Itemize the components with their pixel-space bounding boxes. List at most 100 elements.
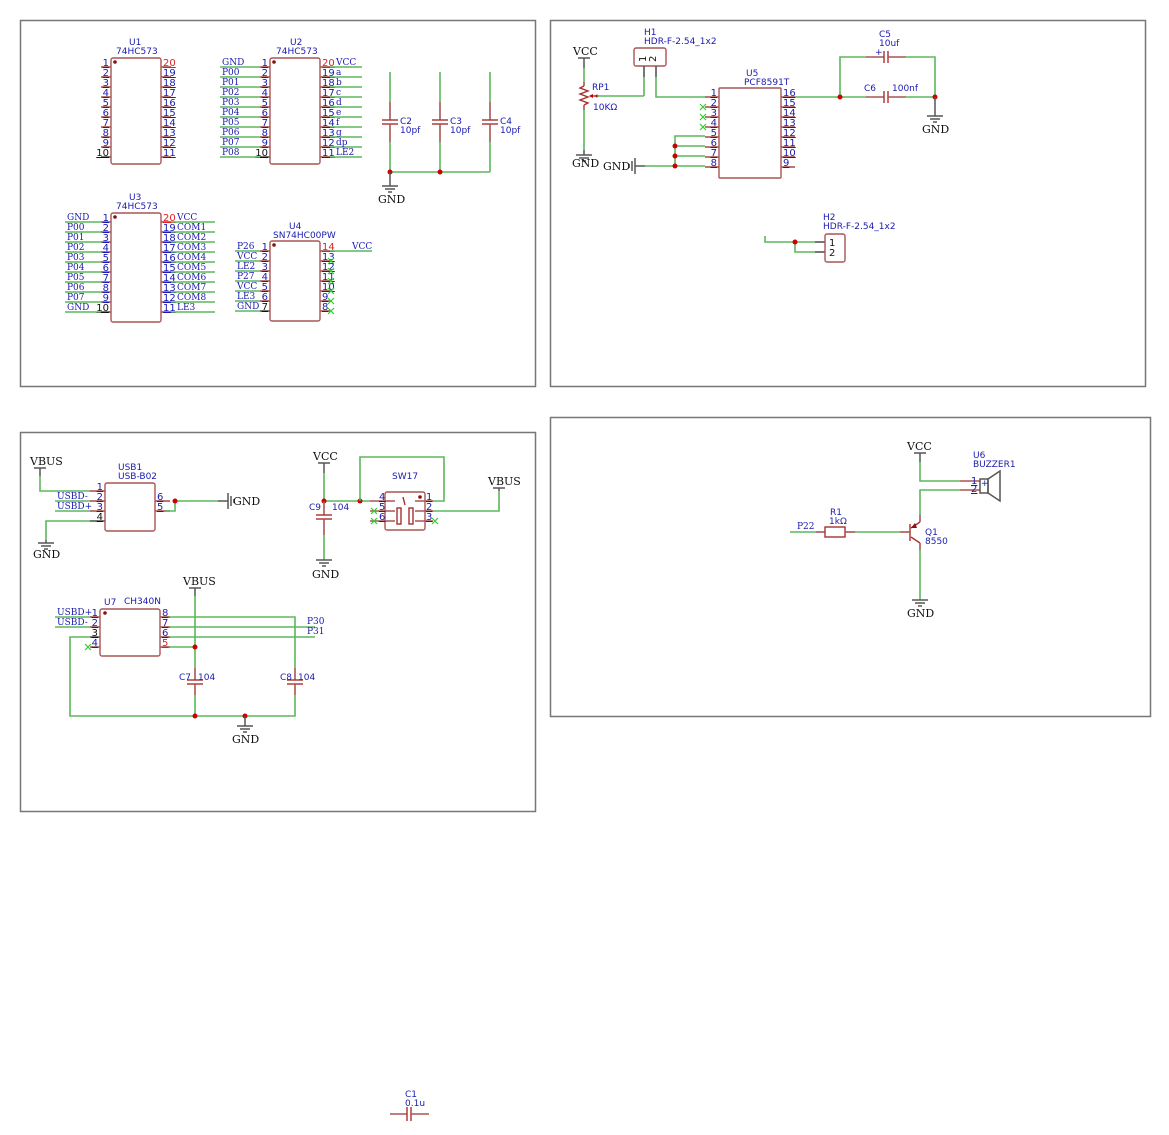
resistor-r1[interactable]: R1 1kΩ (816, 508, 855, 538)
pin-number: 4 (262, 272, 268, 283)
junction (672, 153, 678, 159)
pin-number: 13 (783, 118, 796, 129)
gnd-label: GND (33, 548, 60, 561)
net-label: LE2 (336, 148, 354, 158)
capacitor-c5[interactable]: + C5 10uf (866, 30, 906, 63)
pin-number: 5 (162, 638, 168, 649)
cap-value: 10pf (500, 126, 521, 136)
header-h1[interactable]: H1 HDR-F-2.54_1x2 1 2 (633, 28, 717, 77)
gnd-symbol: GND (378, 172, 405, 206)
pin-number: 1 (711, 88, 717, 99)
net-label: COM5 (177, 263, 206, 273)
net-label: b (336, 78, 342, 88)
c6-ref: C6 (864, 84, 876, 94)
capacitor-c1[interactable]: C1 0.1u (390, 1090, 429, 1121)
pin-number: 16 (163, 98, 176, 109)
connector-usb1[interactable]: USB1 USB-B02 1VBUS2D-3D+4GND6GND5GNDUSBD… (57, 463, 170, 532)
wire (839, 56, 866, 97)
pin-number: 9 (322, 292, 328, 303)
ic-u3[interactable]: U3 74HC573 1OE#GND2D0P003D1P014D2P025D3P… (65, 193, 215, 323)
header-h2[interactable]: H2 HDR-F-2.54_1x2 1 2 (764, 213, 896, 263)
pin-number: 2 (103, 68, 109, 79)
capacitor-c7[interactable]: C7 104 (179, 668, 215, 695)
junction (672, 143, 678, 149)
transistor-q1[interactable]: Q1 8550 (900, 515, 948, 550)
potentiometer-rp1[interactable]: RP1 10KΩ (578, 68, 617, 150)
u5-body (718, 87, 782, 179)
capacitor-c8[interactable]: C8 104 (280, 668, 315, 695)
pin-number: 8 (262, 128, 268, 139)
vcc-symbol: VCC (906, 440, 932, 462)
vbus-symbol: VBUS (29, 455, 63, 476)
pin-number: 8 (103, 283, 109, 294)
u5-ref: U5 (746, 69, 758, 79)
net-label: COM8 (177, 293, 206, 303)
ic-u4[interactable]: U4 SN74HC00PW 11AP2621BVCC31YLE242AP2752… (235, 222, 372, 322)
h1-pin-2: 2 (648, 56, 659, 62)
junction (672, 163, 678, 169)
wire (45, 520, 90, 540)
pin-number: 5 (103, 98, 109, 109)
vbus-label: VBUS (487, 475, 521, 488)
vcc-label: VCC (572, 45, 598, 58)
capacitor-c9[interactable]: C9 104 (309, 501, 349, 535)
net-label: f (336, 118, 340, 128)
pin-number: 7 (162, 618, 168, 629)
h2-pin-2: 2 (829, 248, 835, 259)
q1-value: 8550 (925, 537, 948, 547)
c5-value: 10uf (879, 39, 900, 49)
pin-number: 18 (163, 78, 176, 89)
switch-sw17[interactable]: SW17 4 5 6 1 2 3 (370, 472, 439, 531)
net-label: LE3 (237, 292, 256, 302)
net-label: VCC (236, 282, 257, 292)
no-connect-icon (431, 517, 439, 525)
buzzer-u6[interactable]: U6 BUZZER1 1 2 + (960, 451, 1016, 503)
net-label: P04 (67, 263, 85, 273)
pin-number: 10 (255, 148, 268, 159)
sw17-pin-4: 4 (379, 492, 385, 503)
net-label: COM7 (177, 283, 206, 293)
no-connect-icon (327, 257, 335, 265)
net-label: P05 (222, 118, 240, 128)
u7-ref: U7 (104, 598, 116, 608)
pin-number: 1 (92, 608, 98, 619)
u1-ref: U1 (129, 38, 141, 48)
gnd-symbol: GND (312, 559, 339, 581)
cap-ref: C2 (400, 117, 412, 127)
pin-number: 5 (262, 282, 268, 293)
net-label: COM6 (177, 273, 206, 283)
wire (39, 476, 90, 492)
pin-number: 14 (163, 273, 176, 284)
ic-u5[interactable]: U5 PCF8591T 1AIN02AIN13AIN24AIN35A06A17A… (699, 69, 796, 179)
pin-number: 1 (103, 213, 109, 224)
net-label: VCC (236, 252, 257, 262)
ic-u2[interactable]: U2 74HC573 1OE#GND2D0P003D1P014D2P025D3P… (220, 38, 362, 165)
u1-value: 74HC573 (116, 47, 158, 57)
c8-value: 104 (298, 673, 315, 683)
net-label: P00 (67, 223, 85, 233)
pin-number: 4 (103, 243, 109, 254)
c7-value: 104 (198, 673, 215, 683)
net-label: USBD- (57, 492, 88, 502)
pin-number: 2 (97, 492, 103, 503)
pin-number: 3 (103, 233, 109, 244)
cap-value: 10pf (400, 126, 421, 136)
pin-number: 2 (92, 618, 98, 629)
gnd-label: GND (378, 193, 405, 206)
pin-number: 7 (711, 148, 717, 159)
pin-number: 11 (322, 272, 335, 283)
u3-ref: U3 (129, 193, 141, 203)
capacitor-c6[interactable]: C6 100nf (864, 84, 919, 103)
ic-u7[interactable]: U7 CH340N 1UD+2UD-3GND4RTS#8V37RXD6TXD5V… (55, 597, 170, 657)
vcc-label: VCC (906, 440, 932, 453)
u5-value: PCF8591T (744, 78, 790, 88)
r1-value: 1kΩ (829, 517, 847, 527)
net-label: USBD+ (57, 502, 92, 512)
net-label: P03 (67, 253, 85, 263)
net-label: LE3 (177, 303, 196, 313)
pin-number: 6 (711, 138, 717, 149)
ic-u1[interactable]: U1 74HC573 1OE#2D03D14D25D36D47D58D69D71… (96, 38, 176, 165)
